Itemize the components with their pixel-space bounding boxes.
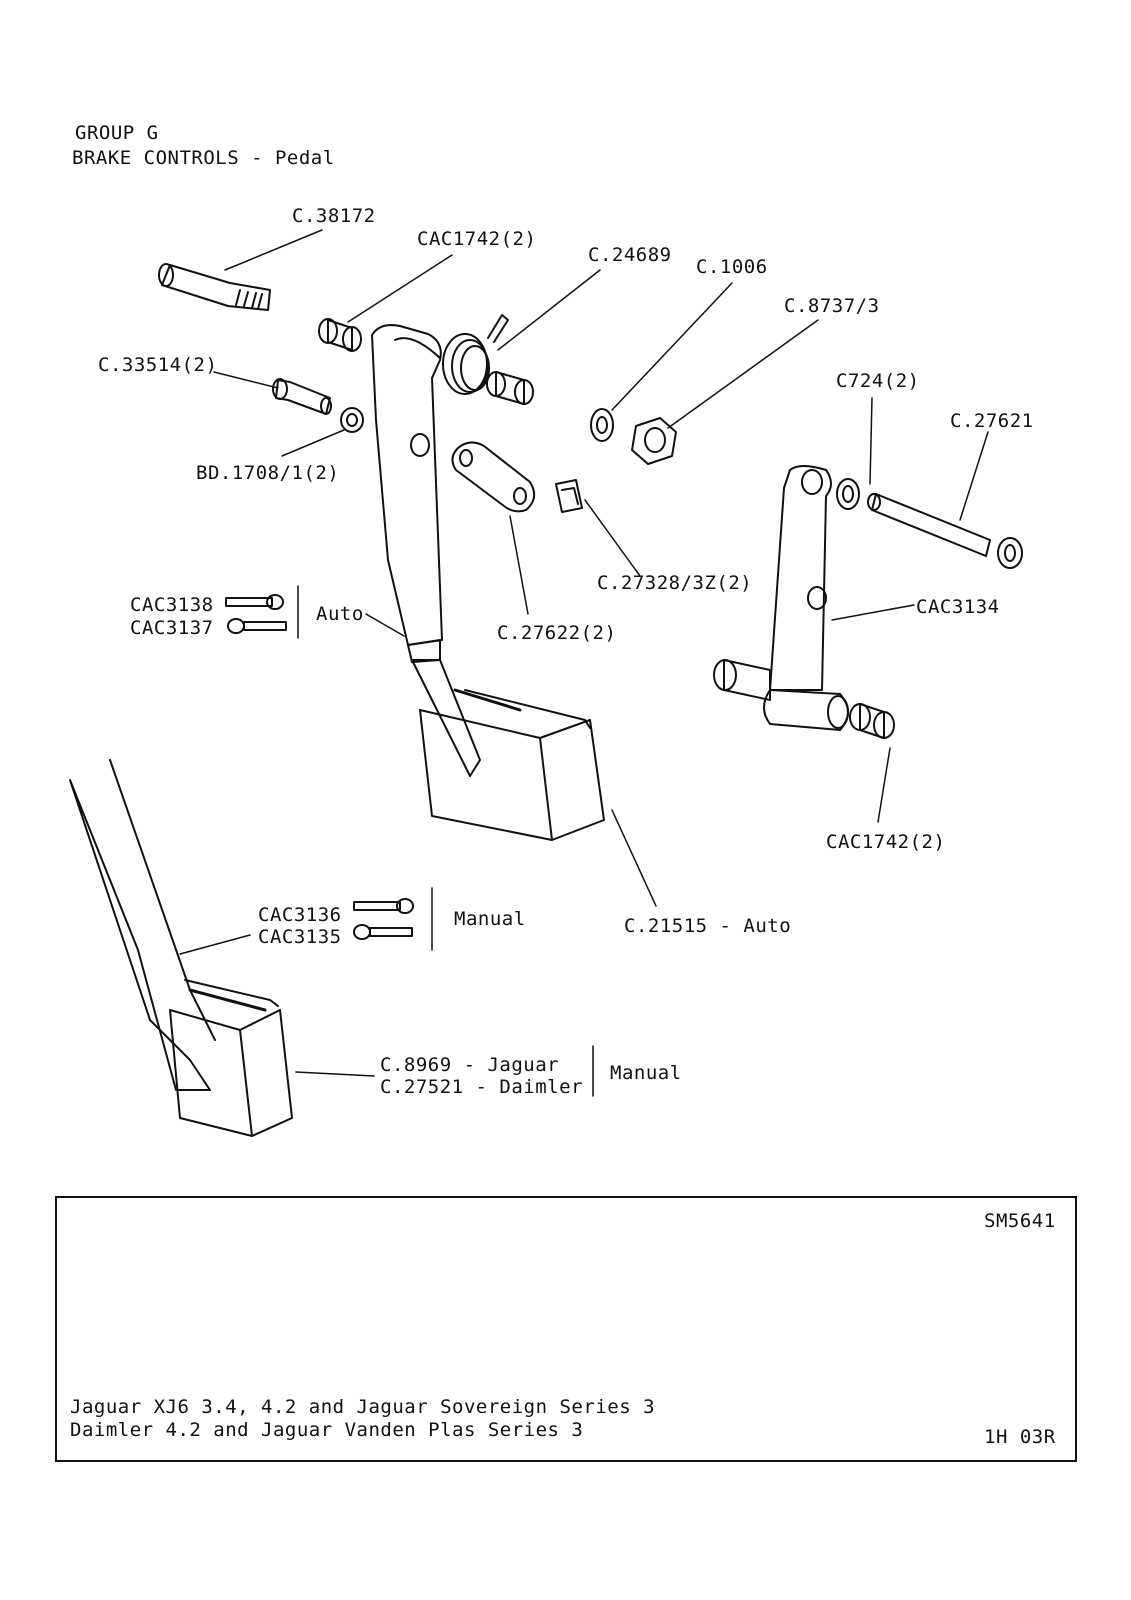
callout-cac3138: CAC3138 xyxy=(130,594,214,616)
callout-c27521: C.27521 - Daimler xyxy=(380,1076,583,1098)
secondary-lever xyxy=(713,465,849,731)
link-plate xyxy=(451,441,536,513)
bracket-bars xyxy=(297,585,594,1097)
callout-c27328: C.27328/3Z(2) xyxy=(597,572,753,594)
pedal-arm-manual xyxy=(69,759,216,1091)
pedal-arm-auto xyxy=(371,324,443,663)
pin xyxy=(867,493,1023,569)
return-spring xyxy=(394,314,509,395)
callout-c27622: C.27622(2) xyxy=(497,622,617,644)
callout-c38172: C.38172 xyxy=(292,205,376,227)
callout-c8737: C.8737/3 xyxy=(784,295,880,317)
callout-c724: C724(2) xyxy=(836,370,920,392)
pivot-pin xyxy=(158,263,271,311)
pedal-pad-auto xyxy=(411,659,605,841)
spring-washer xyxy=(340,407,364,433)
callout-cac3136: CAC3136 xyxy=(258,904,342,926)
bush-bottom xyxy=(849,703,895,739)
callout-c8969: C.8969 - Jaguar xyxy=(380,1054,560,1076)
pedal-pad-manual xyxy=(169,979,293,1137)
leader-lines xyxy=(179,229,989,1077)
callout-auto: Auto xyxy=(316,603,364,625)
nut xyxy=(631,417,677,465)
callout-c1006: C.1006 xyxy=(696,256,768,278)
callout-cac1742-top: CAC1742(2) xyxy=(417,228,537,250)
callout-c24689: C.24689 xyxy=(588,244,672,266)
group-label: GROUP G xyxy=(75,122,159,144)
page-code: 1H 03R xyxy=(984,1426,1056,1448)
callout-manual-1: Manual xyxy=(454,908,526,930)
callout-bd1708: BD.1708/1(2) xyxy=(196,462,340,484)
callout-c33514: C.33514(2) xyxy=(98,354,218,376)
models-line-2: Daimler 4.2 and Jaguar Vanden Plas Serie… xyxy=(70,1419,584,1441)
callout-cac3134: CAC3134 xyxy=(916,596,1000,618)
page-title: BRAKE CONTROLS - Pedal xyxy=(72,147,335,169)
callout-cac3137: CAC3137 xyxy=(130,617,214,639)
bush-right xyxy=(486,371,534,405)
callout-cac3135: CAC3135 xyxy=(258,926,342,948)
washer-c724 xyxy=(836,478,860,510)
bolt xyxy=(272,378,332,415)
washer xyxy=(590,408,614,442)
rivet-cac3138 xyxy=(225,594,284,610)
rivet-cac3137 xyxy=(227,618,287,634)
title-block xyxy=(55,1196,1077,1462)
callout-c27621: C.27621 xyxy=(950,410,1034,432)
clip xyxy=(555,479,583,513)
callout-c21515: C.21515 - Auto xyxy=(624,915,792,937)
callout-cac1742-bottom: CAC1742(2) xyxy=(826,831,946,853)
rivet-cac3136 xyxy=(353,898,414,914)
callout-manual-2: Manual xyxy=(610,1062,682,1084)
models-line-1: Jaguar XJ6 3.4, 4.2 and Jaguar Sovereign… xyxy=(70,1396,656,1418)
drawing-reference: SM5641 xyxy=(984,1210,1056,1232)
rivet-cac3135 xyxy=(353,924,413,940)
bush-top xyxy=(318,318,362,352)
